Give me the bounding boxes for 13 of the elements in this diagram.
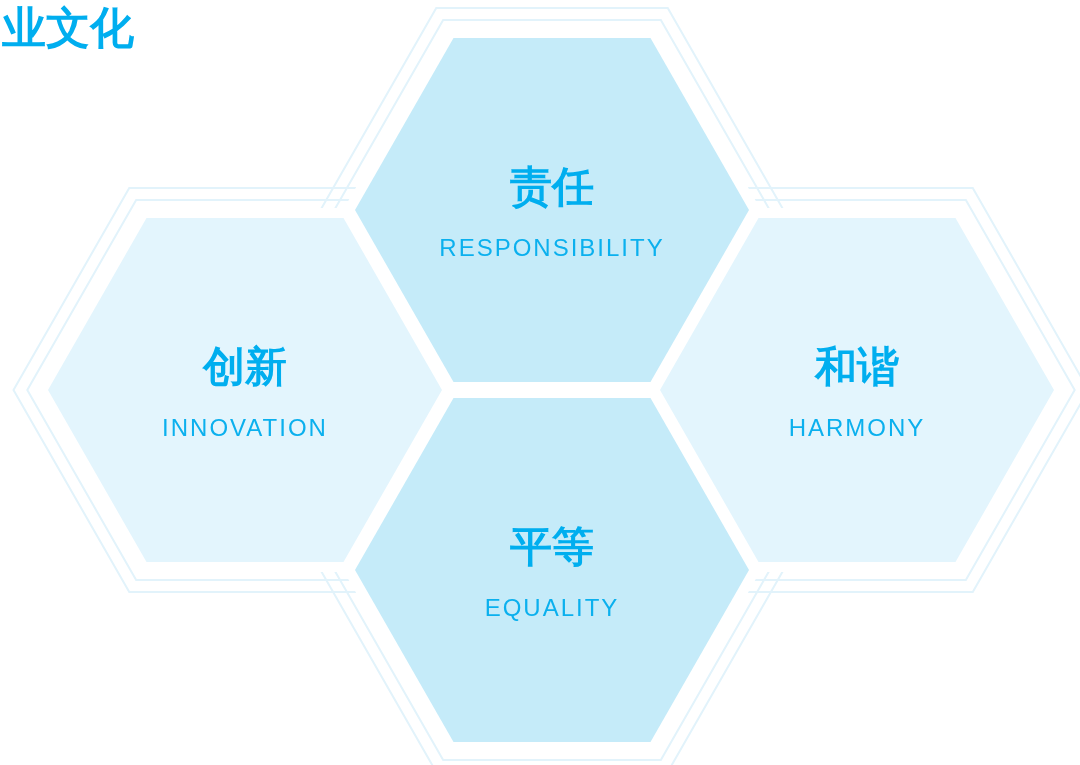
english-label: INNOVATION bbox=[162, 414, 328, 442]
heading: 业文化 bbox=[2, 2, 134, 54]
value-heading: 责任 bbox=[510, 162, 594, 212]
hexagon-tile bbox=[48, 218, 442, 562]
value-heading: 和谐 bbox=[815, 342, 899, 392]
value-heading: 创新 bbox=[203, 342, 287, 392]
value-heading: 平等 bbox=[510, 522, 594, 572]
english-label: RESPONSIBILITY bbox=[439, 234, 665, 262]
english-label: EQUALITY bbox=[484, 594, 620, 622]
hexagon-tile bbox=[660, 218, 1054, 562]
hexagon-tile bbox=[355, 38, 749, 382]
hexagon-tile bbox=[355, 398, 749, 742]
english-label: HARMONY bbox=[788, 414, 926, 442]
